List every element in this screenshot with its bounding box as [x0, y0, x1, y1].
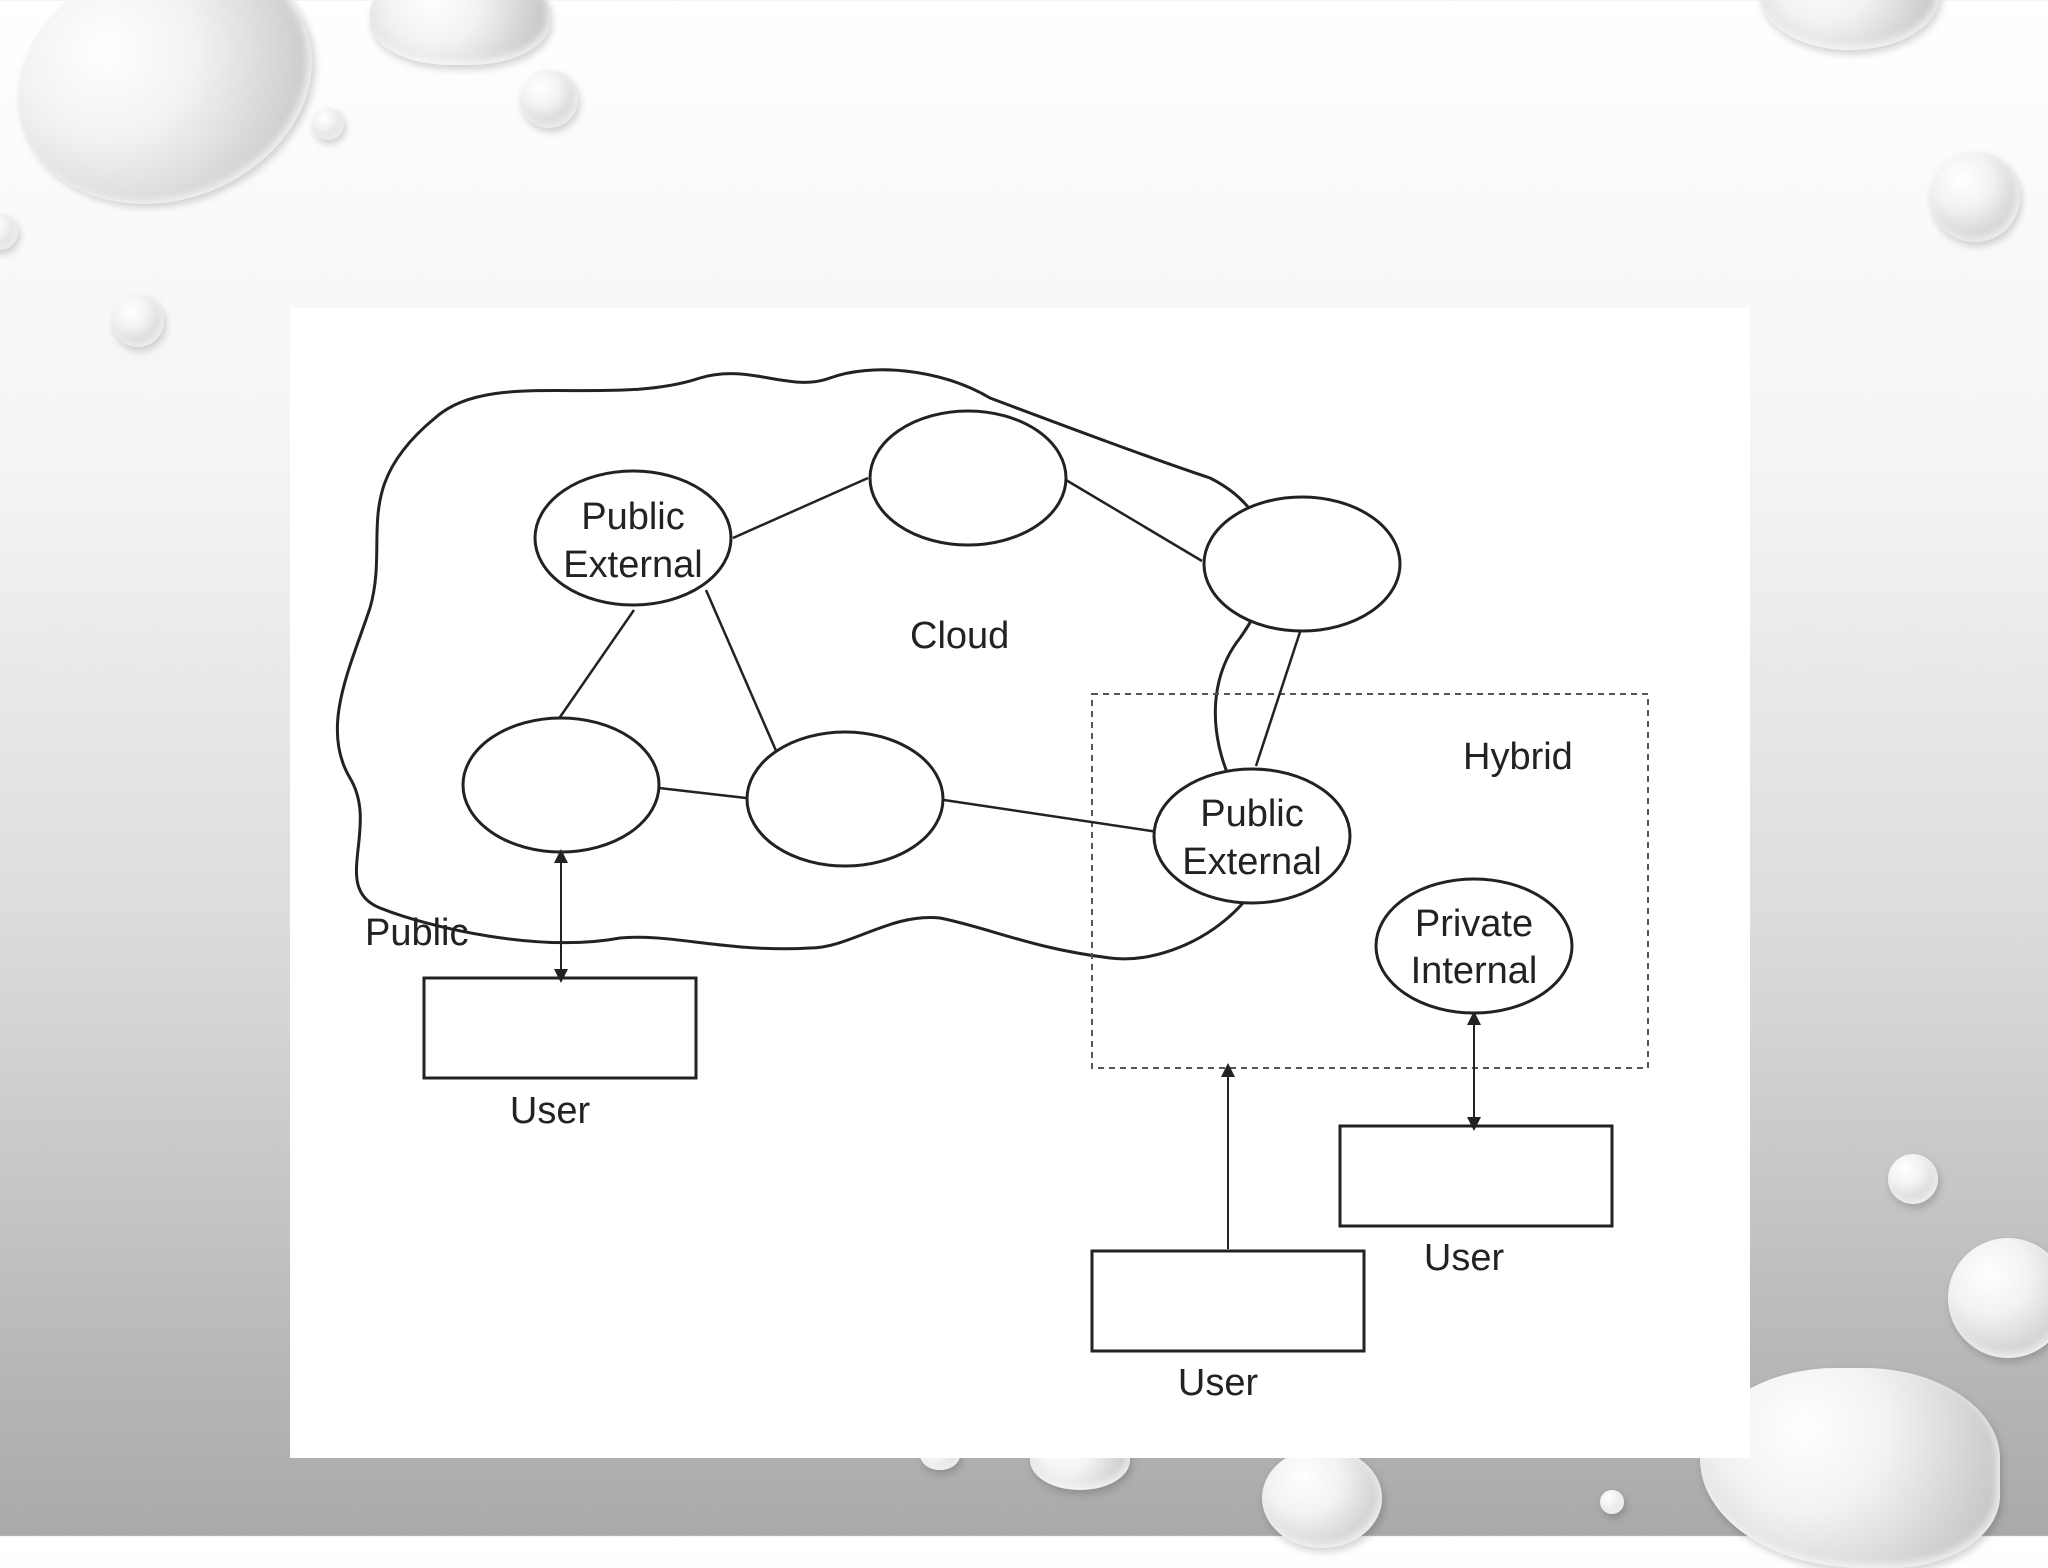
- user-label-bottom: User: [1178, 1362, 1259, 1404]
- node-label-line: Private: [1415, 903, 1533, 945]
- water-drop: [312, 108, 344, 140]
- edge: [658, 786, 747, 800]
- water-drop: [1600, 1490, 1624, 1514]
- user-label-left: User: [510, 1090, 591, 1132]
- user-box-left: [422, 976, 698, 1080]
- edge: [556, 609, 636, 721]
- water-drop: [112, 295, 164, 347]
- water-drop: [1930, 152, 2020, 242]
- edge: [943, 798, 1159, 834]
- water-drop: [1948, 1238, 2048, 1358]
- water-drop: [1760, 0, 1940, 50]
- cloud-outline: [335, 368, 1270, 961]
- edge: [704, 589, 779, 754]
- water-drop: [370, 0, 550, 65]
- node-public-external-hybrid: [1152, 767, 1352, 905]
- node-cloud-middle: [745, 730, 945, 868]
- user-label-right: User: [1424, 1237, 1505, 1279]
- node-label-line: External: [1182, 841, 1321, 883]
- node-private-internal: [1374, 877, 1574, 1015]
- user-box-right: [1338, 1124, 1614, 1228]
- public-label: Public: [365, 912, 469, 954]
- water-drop: [0, 0, 347, 245]
- edge: [1254, 631, 1302, 767]
- water-drop: [1262, 1448, 1382, 1548]
- water-drop: [1700, 1368, 2000, 1568]
- edge: [1065, 478, 1203, 563]
- node-cloud-right: [1202, 495, 1402, 633]
- diagram-panel: Cloud Hybrid Public Public External Publ…: [290, 308, 1750, 1458]
- node-label-line: Public: [581, 496, 685, 538]
- hybrid-label: Hybrid: [1463, 736, 1573, 778]
- node-public-external-top: [533, 469, 733, 607]
- cloud-label: Cloud: [910, 615, 1009, 657]
- node-label-line: External: [563, 544, 702, 586]
- node-label-line: Public: [1200, 793, 1304, 835]
- node-label-line: Internal: [1411, 950, 1538, 992]
- cloud-hybrid-diagram: Cloud Hybrid Public Public External Publ…: [335, 368, 1649, 1404]
- water-drop: [1888, 1154, 1938, 1204]
- water-drop: [520, 70, 578, 128]
- water-drop: [0, 214, 18, 250]
- node-cloud-left: [461, 716, 661, 854]
- node-cloud-top: [868, 409, 1068, 547]
- hybrid-boundary: [1091, 693, 1649, 1069]
- user-box-bottom: [1090, 1249, 1366, 1353]
- edge: [732, 476, 869, 540]
